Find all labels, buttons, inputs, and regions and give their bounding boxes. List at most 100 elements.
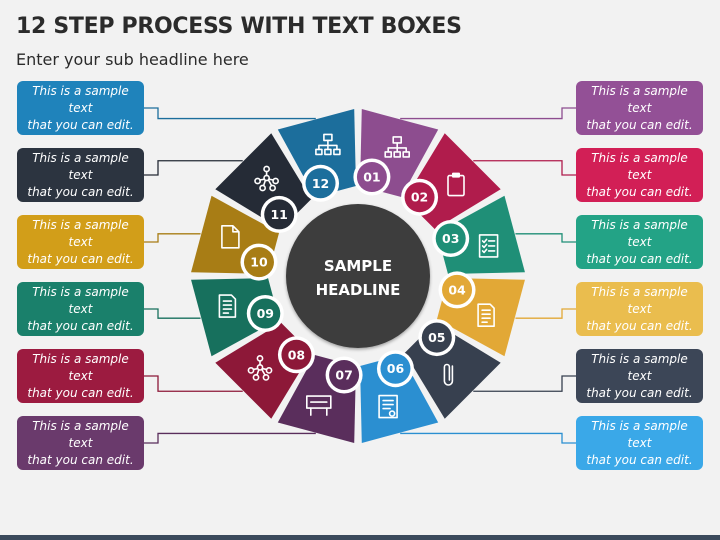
step-number: 09 <box>257 306 274 321</box>
step-badge-06: 06 <box>376 350 414 388</box>
clipboard-icon <box>447 172 465 197</box>
billboard-icon <box>305 395 332 416</box>
step-badge-fill <box>250 298 281 329</box>
text-box-step-06[interactable]: This is a sample text that you can edit. <box>576 416 703 470</box>
connector-lines <box>144 107 576 444</box>
text-box-content: This is a sample text that you can edit. <box>21 351 140 402</box>
center-headline-line2: HEADLINE <box>316 281 401 299</box>
step-badge-fill <box>380 353 411 384</box>
step-badge-fill <box>264 199 295 230</box>
text-box-step-08[interactable]: This is a sample text that you can edit. <box>17 349 144 403</box>
step-number: 12 <box>312 176 329 191</box>
text-box-line: that you can edit. <box>27 117 134 132</box>
paperclip-icon <box>443 363 454 386</box>
step-badge-02: 02 <box>401 178 439 216</box>
text-box-line: that you can edit. <box>586 318 693 333</box>
step-badge-11: 11 <box>260 195 298 233</box>
text-box-line: This is a sample text <box>32 351 129 383</box>
step-number: 05 <box>428 330 445 345</box>
text-box-content: This is a sample text that you can edit. <box>580 418 699 469</box>
center-headline-line1: SAMPLE <box>324 257 392 275</box>
step-number: 11 <box>270 207 287 222</box>
connector-line <box>144 432 316 444</box>
text-box-step-11[interactable]: This is a sample text that you can edit. <box>17 148 144 202</box>
step-number: 02 <box>411 190 428 205</box>
text-box-line: that you can edit. <box>586 251 693 266</box>
connector-line <box>144 233 201 243</box>
page-title: 12 STEP PROCESS WITH TEXT BOXES <box>16 14 462 39</box>
text-box-content: This is a sample text that you can edit. <box>580 83 699 134</box>
connector-line <box>144 160 243 176</box>
connector-line <box>144 375 243 392</box>
text-box-line: This is a sample text <box>32 217 129 249</box>
hierarchy-icon <box>384 136 411 158</box>
text-box-content: This is a sample text that you can edit. <box>21 150 140 201</box>
network-icon <box>247 354 273 381</box>
step-badge-07: 07 <box>325 356 363 394</box>
step-icons <box>218 133 499 419</box>
text-box-line: that you can edit. <box>27 184 134 199</box>
text-box-content: This is a sample text that you can edit. <box>21 284 140 335</box>
connector-line <box>144 308 201 319</box>
text-box-line: This is a sample text <box>591 418 688 450</box>
text-box-line: that you can edit. <box>586 117 693 132</box>
connector-line <box>473 375 576 392</box>
text-box-step-10[interactable]: This is a sample text that you can edit. <box>17 215 144 269</box>
text-box-line: This is a sample text <box>591 217 688 249</box>
text-box-line: that you can edit. <box>27 251 134 266</box>
text-box-line: that you can edit. <box>586 452 693 467</box>
certificate-icon <box>378 394 398 419</box>
text-box-line: that you can edit. <box>586 385 693 400</box>
connector-line <box>473 160 576 176</box>
step-number: 03 <box>442 231 459 246</box>
org-chart-icon <box>315 133 341 156</box>
text-box-line: This is a sample text <box>32 418 129 450</box>
text-box-line: This is a sample text <box>591 284 688 316</box>
step-badge-fill <box>243 247 274 278</box>
file-icon <box>221 225 240 249</box>
page-subtitle: Enter your sub headline here <box>16 50 249 69</box>
step-number: 04 <box>448 282 466 297</box>
text-box-content: This is a sample text that you can edit. <box>580 284 699 335</box>
checklist-icon <box>478 234 499 258</box>
step-badge-05: 05 <box>418 319 456 357</box>
text-box-step-12[interactable]: This is a sample text that you can edit. <box>17 81 144 135</box>
text-box-line: This is a sample text <box>32 150 129 182</box>
text-box-line: that you can edit. <box>27 385 134 400</box>
text-box-step-04[interactable]: This is a sample text that you can edit. <box>576 282 703 336</box>
text-box-line: This is a sample text <box>32 284 129 316</box>
step-badge-04: 04 <box>438 271 476 309</box>
step-badge-08: 08 <box>277 336 315 374</box>
step-number: 10 <box>250 255 268 270</box>
text-box-step-09[interactable]: This is a sample text that you can edit. <box>17 282 144 336</box>
step-badge-12: 12 <box>302 164 340 202</box>
text-box-step-01[interactable]: This is a sample text that you can edit. <box>576 81 703 135</box>
text-box-content: This is a sample text that you can edit. <box>580 217 699 268</box>
text-box-line: This is a sample text <box>591 83 688 115</box>
step-badge-fill <box>329 360 360 391</box>
text-box-step-03[interactable]: This is a sample text that you can edit. <box>576 215 703 269</box>
text-box-content: This is a sample text that you can edit. <box>21 217 140 268</box>
step-badge-01: 01 <box>353 158 391 196</box>
connector-line <box>515 308 576 319</box>
center-hub-circle <box>286 204 430 348</box>
step-badge-fill <box>281 339 312 370</box>
step-badge-09: 09 <box>246 294 284 332</box>
text-box-line: that you can edit. <box>27 318 134 333</box>
step-badge-fill <box>356 161 387 192</box>
connector-line <box>400 107 576 120</box>
text-box-line: This is a sample text <box>32 83 129 115</box>
connector-line <box>400 432 576 444</box>
step-number: 06 <box>387 361 405 376</box>
step-number: 07 <box>335 368 352 383</box>
form-icon <box>218 294 237 318</box>
step-badge-03: 03 <box>432 220 470 258</box>
center-hub: SAMPLE HEADLINE <box>286 204 430 348</box>
